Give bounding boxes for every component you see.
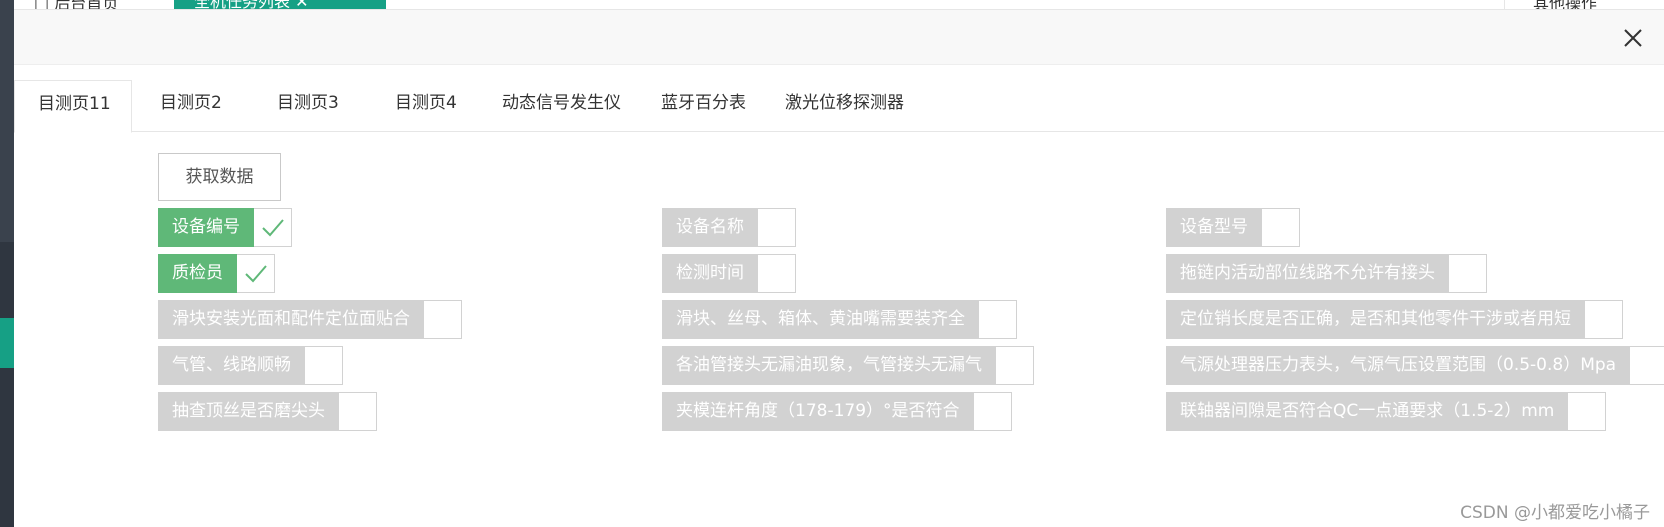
checkbox-label: 滑块、丝母、箱体、黄油嘴需要装齐全 — [662, 300, 979, 339]
checkbox-slider-mounting[interactable]: 滑块安装光面和配件定位面贴合 — [158, 300, 462, 339]
fetch-data-button[interactable]: 获取数据 — [158, 153, 281, 201]
checkbox-oil-leak[interactable]: 各油管接头无漏油现象，气管接头无漏气 — [662, 346, 1034, 385]
checkbox-device-number[interactable]: 设备编号 — [158, 208, 292, 247]
checkbox-box — [339, 392, 377, 431]
checkbox-label: 联轴器间隙是否符合QC一点通要求（1.5-2）mm — [1166, 392, 1569, 431]
left-sidebar-strip — [0, 0, 14, 527]
other-actions-menu[interactable]: 其他操作 — [1504, 0, 1598, 10]
sidebar-section — [0, 0, 14, 242]
checkbox-label: 各油管接头无漏油现象，气管接头无漏气 — [662, 346, 996, 385]
checkbox-box — [237, 254, 275, 293]
checkbox-locating-pin[interactable]: 定位销长度是否正确，是否和其他零件干涉或者用短 — [1166, 300, 1623, 339]
checkbox-inspector[interactable]: 质检员 — [158, 254, 275, 293]
checkbox-inspection-time[interactable]: 检测时间 — [662, 254, 796, 293]
checkbox-box — [424, 300, 462, 339]
checkbox-box — [979, 300, 1017, 339]
checkbox-label: 检测时间 — [662, 254, 758, 293]
checkbox-coupling-gap[interactable]: 联轴器间隙是否符合QC一点通要求（1.5-2）mm — [1166, 392, 1607, 431]
modal-header — [14, 10, 1664, 65]
tab-page3[interactable]: 目测页3 — [277, 93, 339, 113]
tab-laser-detector[interactable]: 激光位移探测器 — [785, 93, 904, 113]
checkbox-device-name[interactable]: 设备名称 — [662, 208, 796, 247]
checkbox-box — [1262, 208, 1300, 247]
checkbox-box — [1630, 346, 1664, 385]
tab-bar: 目测页11 目测页2 目测页3 目测页4 动态信号发生仪 蓝牙百分表 激光位移探… — [14, 80, 1664, 133]
checkbox-box — [305, 346, 343, 385]
checkbox-label: 气源处理器压力表头，气源气压设置范围（0.5-0.8）Mpa — [1166, 346, 1631, 385]
checkbox-box — [996, 346, 1034, 385]
checkbox-drag-chain-wiring[interactable]: 拖链内活动部位线路不允许有接头 — [1166, 254, 1487, 293]
other-actions-label: 其他操作 — [1533, 0, 1598, 10]
checkbox-box — [254, 208, 292, 247]
checkbox-box — [758, 254, 796, 293]
checkbox-label: 拖链内活动部位线路不允许有接头 — [1166, 254, 1449, 293]
tab-active-label: 全机任务列表 — [194, 0, 291, 10]
checkbox-label: 设备名称 — [662, 208, 758, 247]
tab-page2[interactable]: 目测页2 — [160, 93, 222, 113]
checkbox-clamp-angle[interactable]: 夹模连杆角度（178-179）°是否符合 — [662, 392, 1012, 431]
checkbox-label: 气管、线路顺畅 — [158, 346, 305, 385]
checkbox-device-model[interactable]: 设备型号 — [1166, 208, 1300, 247]
checkbox-box — [1568, 392, 1607, 431]
tab-bluetooth-dial[interactable]: 蓝牙百分表 — [661, 93, 746, 113]
top-tab-bar: □ 后台首页 全机任务列表 ✕ 其他操作 — [14, 0, 1664, 10]
tab-home-label: 后台首页 — [54, 0, 119, 10]
checkbox-label: 定位销长度是否正确，是否和其他零件干涉或者用短 — [1166, 300, 1585, 339]
checkbox-box — [1585, 300, 1623, 339]
checkbox-set-screw[interactable]: 抽查顶丝是否磨尖头 — [158, 392, 377, 431]
checkbox-label: 设备型号 — [1166, 208, 1262, 247]
checkmark-icon — [262, 219, 284, 237]
sidebar-active-marker — [0, 318, 14, 368]
watermark: CSDN @小都爱吃小橘子 — [1460, 503, 1650, 523]
checkmark-icon — [245, 265, 267, 283]
tab-signal-generator[interactable]: 动态信号发生仪 — [502, 93, 621, 113]
checkbox-box — [1449, 254, 1487, 293]
checkbox-air-pipe-wiring[interactable]: 气管、线路顺畅 — [158, 346, 343, 385]
checkbox-label: 滑块安装光面和配件定位面贴合 — [158, 300, 424, 339]
close-icon[interactable] — [1622, 27, 1644, 49]
checkbox-label: 夹模连杆角度（178-179）°是否符合 — [662, 392, 974, 431]
tab-page11[interactable]: 目测页11 — [14, 80, 132, 133]
checkbox-box — [758, 208, 796, 247]
checkbox-box — [973, 392, 1012, 431]
checkbox-label: 抽查顶丝是否磨尖头 — [158, 392, 339, 431]
checkbox-air-pressure[interactable]: 气源处理器压力表头，气源气压设置范围（0.5-0.8）Mpa — [1166, 346, 1664, 385]
checkbox-parts-complete[interactable]: 滑块、丝母、箱体、黄油嘴需要装齐全 — [662, 300, 1017, 339]
checkbox-label: 设备编号 — [158, 208, 254, 247]
checkbox-label: 质检员 — [158, 254, 237, 293]
tab-active[interactable]: 全机任务列表 ✕ — [174, 0, 386, 10]
tab-home[interactable]: □ 后台首页 — [34, 0, 119, 10]
tab-page4[interactable]: 目测页4 — [395, 93, 457, 113]
